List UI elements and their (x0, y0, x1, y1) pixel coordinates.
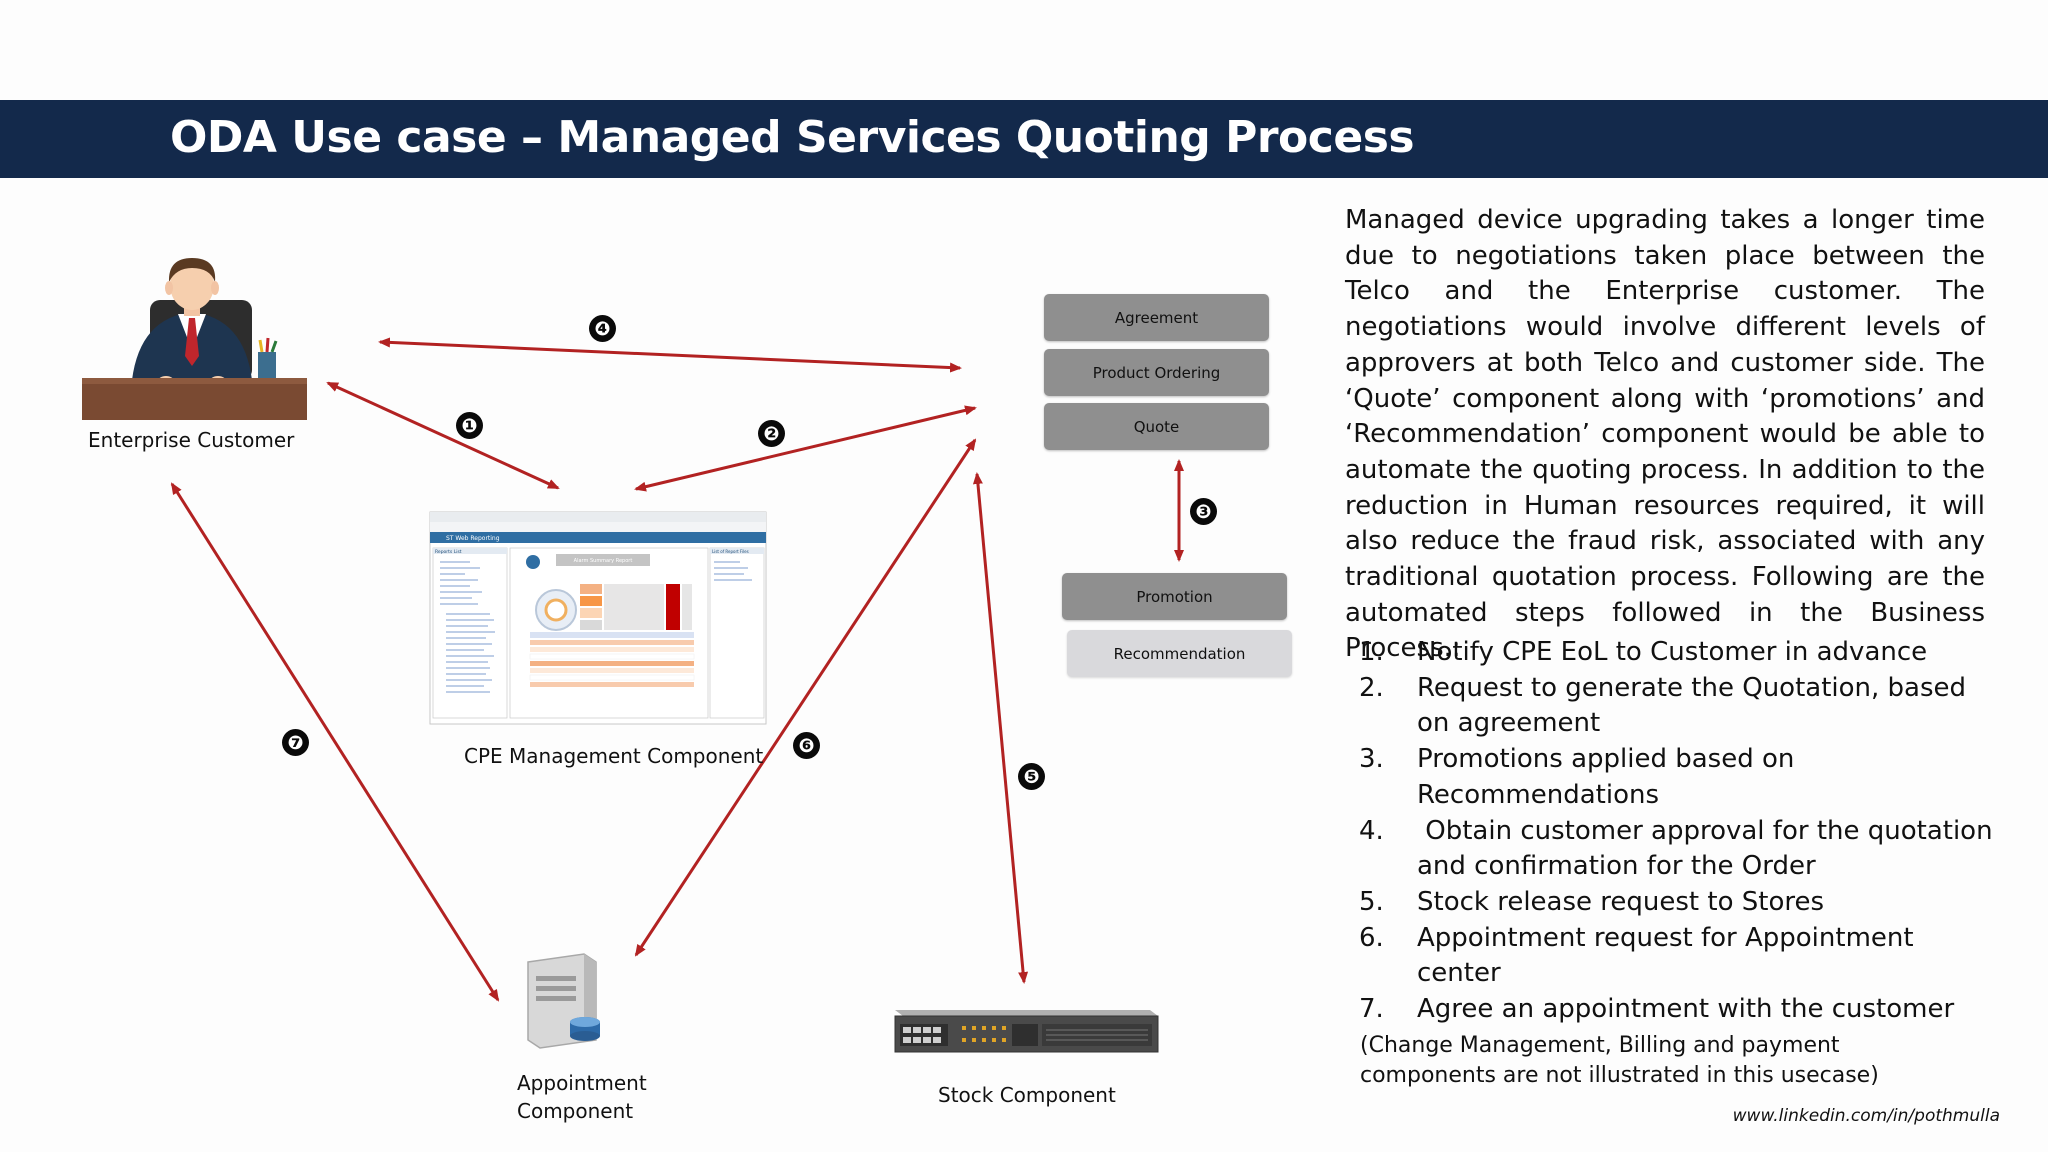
cpe-management-label: CPE Management Component (464, 744, 764, 768)
enterprise-customer-label: Enterprise Customer (88, 428, 295, 452)
slide-title: ODA Use case – Managed Services Quoting … (170, 112, 1415, 163)
screenshot-app-title: ST Web Reporting (446, 535, 500, 542)
product-ordering-box: Product Ordering (1044, 349, 1269, 396)
stock-label: Stock Component (938, 1083, 1116, 1107)
linkedin-credit: www.linkedin.com/in/pothmulla (1732, 1106, 2000, 1126)
step-badge-1: ❶ (456, 412, 483, 439)
step-number: 2. (1359, 672, 1384, 703)
agreement-box: Agreement (1044, 294, 1269, 341)
screenshot-left-panel-title: Reports List (435, 549, 462, 555)
arrow-1 (326, 381, 560, 490)
promotion-box: Promotion (1062, 573, 1287, 620)
step-badge-5: ❺ (1018, 763, 1045, 790)
list-item: 6. Appointment request for Appointment ce… (1345, 921, 2005, 992)
list-item: 2. Request to generate the Quotation, bas… (1345, 671, 2005, 742)
arrow-4 (378, 337, 962, 373)
list-item: 3. Promotions applied based on Recommenda… (1345, 742, 2005, 813)
step-text: Agree an appointment with the customer (1417, 994, 1955, 1025)
screenshot-report-title: Alarm Summary Report (574, 558, 633, 564)
step-number: 1. (1359, 637, 1384, 667)
step-number: 3. (1359, 744, 1384, 775)
step-text: Obtain customer approval for the quotati… (1417, 815, 2001, 882)
step-text: Request to generate the Quotation, based… (1417, 672, 1967, 739)
list-item: 1. Notify CPE EoL to Customer in advance (1345, 635, 2005, 671)
step-number: 7. (1359, 994, 1384, 1025)
step-text: Appointment request for Appointment cent… (1417, 922, 1914, 989)
list-item: 5. Stock release request to Stores (1345, 885, 2005, 921)
step-badge-2: ❷ (758, 420, 785, 447)
appointment-label-line2: Component (517, 1099, 634, 1123)
arrow-7 (170, 482, 500, 1002)
step-badge-4: ❹ (589, 315, 616, 342)
scope-note: (Change Management, Billing and payment … (1360, 1033, 1879, 1088)
screenshot-right-panel-title: List of Report Files (712, 549, 749, 554)
steps-list: 1.Notify CPE EoL to Customer in advance … (1345, 635, 2005, 1028)
step-badge-7: ❼ (282, 729, 309, 756)
process-description: Managed device upgrading takes a longer … (1345, 205, 1985, 664)
list-item: 4. Obtain customer approval for the quot… (1345, 814, 2005, 885)
arrow-6 (634, 438, 977, 957)
arrow-5 (972, 472, 1029, 984)
step-number: 5. (1359, 886, 1384, 917)
step-number: 6. (1359, 922, 1384, 953)
step-number: 4. (1359, 815, 1384, 846)
quote-box: Quote (1044, 403, 1269, 450)
appointment-label-line1: Appointment (517, 1071, 647, 1095)
title-bar (0, 100, 2048, 178)
recommendation-box: Recommendation (1067, 630, 1292, 677)
step-text: Promotions applied based on Recommendati… (1417, 744, 1795, 810)
list-item: 7. Agree an appointment with the customer (1345, 992, 2005, 1028)
step-text: Stock release request to Stores (1417, 886, 1825, 917)
step-badge-6: ❻ (793, 732, 820, 759)
step-badge-3: ❸ (1190, 498, 1217, 525)
step-text: Notify CPE EoL to Customer in advance (1417, 637, 1928, 667)
